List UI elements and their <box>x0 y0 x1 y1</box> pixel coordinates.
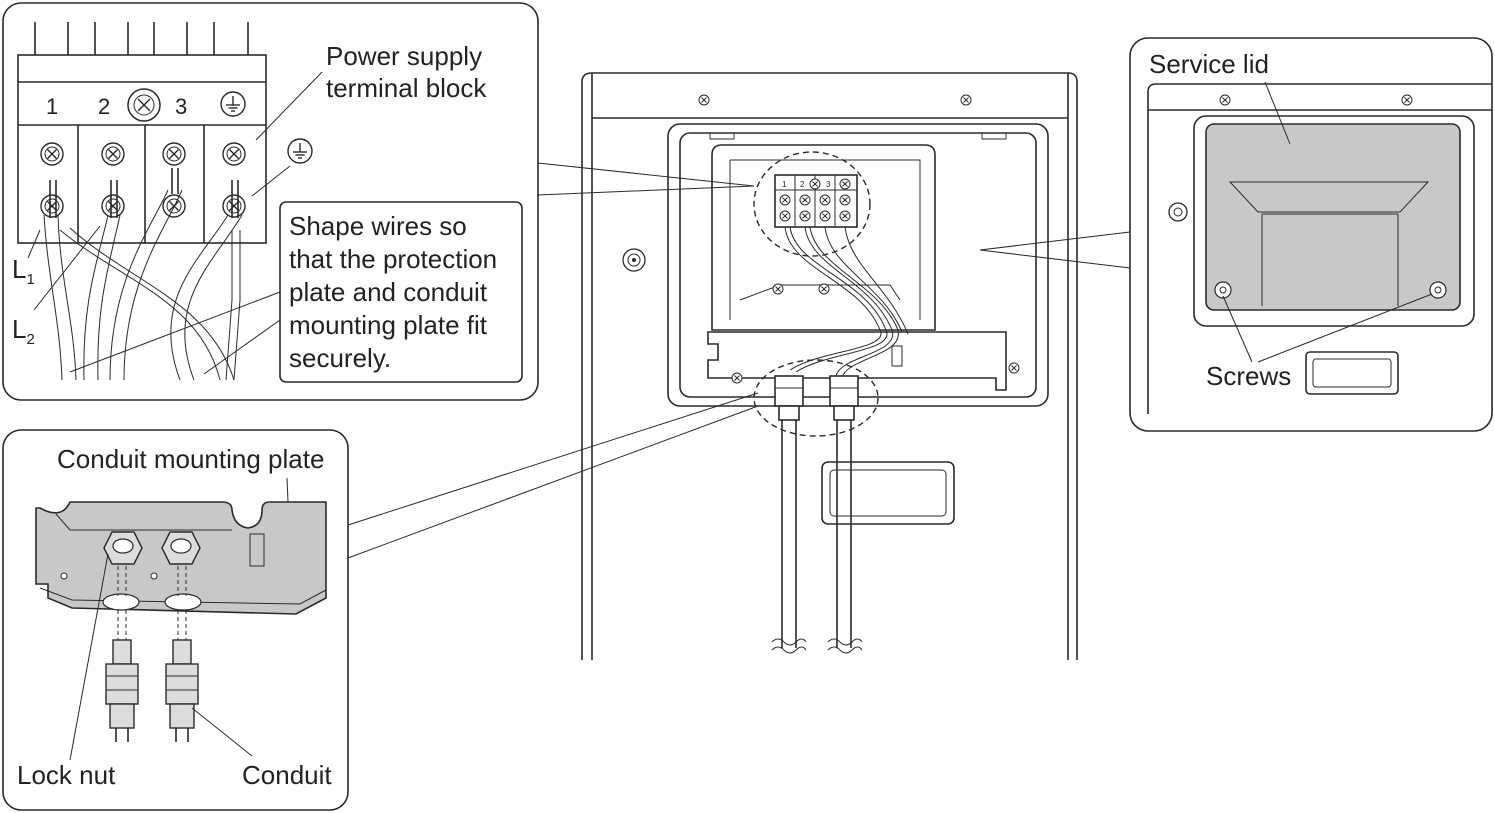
screw-icon <box>1214 281 1232 299</box>
screw-icon <box>779 210 791 222</box>
screw-icon <box>819 210 831 222</box>
screw-icon <box>40 142 64 166</box>
screw-icon <box>839 194 851 206</box>
wire-break-icon <box>771 638 807 646</box>
screw-icon <box>1168 202 1188 222</box>
lock-nut-left <box>774 375 804 421</box>
screw-icon <box>101 142 125 166</box>
screw-icon <box>839 210 851 222</box>
screw-icon <box>698 94 710 106</box>
l1-label: L1 <box>12 254 35 288</box>
screw-icon <box>799 210 811 222</box>
screws-label: Screws <box>1206 361 1291 391</box>
screw-icon <box>622 248 646 272</box>
mini-terminal-2: 2 <box>800 180 805 189</box>
service-lid-panel <box>1205 123 1461 311</box>
screw-icon <box>818 283 830 295</box>
power-supply-label-line1: Power supply <box>326 41 482 71</box>
ground-symbol-icon <box>287 138 313 164</box>
screw-icon <box>101 194 125 218</box>
screw-icon <box>222 194 246 218</box>
conduit-mounting-plate-label: Conduit mounting plate <box>57 444 324 474</box>
screw-icon <box>1219 94 1231 106</box>
screw-icon <box>779 194 791 206</box>
mini-terminal-block: 1 2 3 <box>774 174 858 228</box>
power-supply-label-line2: terminal block <box>326 73 487 103</box>
note-line-2: that the protection <box>289 244 497 274</box>
screw-icon <box>127 88 161 122</box>
screw-icon <box>809 178 821 190</box>
lock-nut-label: Lock nut <box>17 760 116 790</box>
wire-bundle <box>784 226 909 379</box>
terminal-number-2: 2 <box>98 94 110 119</box>
mini-terminal-1: 1 <box>782 180 787 189</box>
screw-icon <box>1401 94 1413 106</box>
note-line-1: Shape wires so <box>289 211 467 241</box>
l2-label: L2 <box>12 314 35 348</box>
note-line-5: securely. <box>289 343 391 373</box>
terminal-block-inset: 1 2 3 <box>2 2 539 401</box>
conduit-highlight <box>753 359 879 437</box>
callout-lines <box>347 162 1131 559</box>
terminal-number-3: 3 <box>175 94 187 119</box>
screw-icon <box>819 194 831 206</box>
screw-icon <box>772 283 784 295</box>
conduit-plate-inset: Conduit mounting plate <box>2 429 349 811</box>
mini-terminal-3: 3 <box>826 180 831 189</box>
ground-symbol-icon <box>839 178 851 190</box>
lock-nut-detail-left <box>103 531 143 565</box>
terminal-highlight <box>753 151 871 257</box>
conduit-fitting-left <box>105 639 139 742</box>
screw-icon <box>799 194 811 206</box>
service-lid-label: Service lid <box>1149 49 1269 79</box>
screw-icon <box>960 94 972 106</box>
screw-icon <box>222 142 246 166</box>
note-box <box>279 201 523 383</box>
screw-icon <box>731 372 743 384</box>
outdoor-unit: 1 2 3 <box>581 72 1078 660</box>
note-line-3: plate and conduit <box>289 277 488 307</box>
lock-nut-right <box>829 375 859 421</box>
ground-symbol-icon <box>220 91 246 117</box>
conduit-label: Conduit <box>242 760 332 790</box>
service-lid-inset: Service lid Screws <box>1129 37 1493 432</box>
note-line-4: mounting plate fit <box>289 310 488 340</box>
screw-icon <box>40 194 64 218</box>
screw-icon <box>1008 362 1020 374</box>
conduit-fitting-right <box>165 639 199 742</box>
screw-icon <box>1429 281 1447 299</box>
screw-icon <box>162 142 186 166</box>
terminal-number-1: 1 <box>46 94 58 119</box>
lock-nut-detail-right <box>161 531 201 565</box>
